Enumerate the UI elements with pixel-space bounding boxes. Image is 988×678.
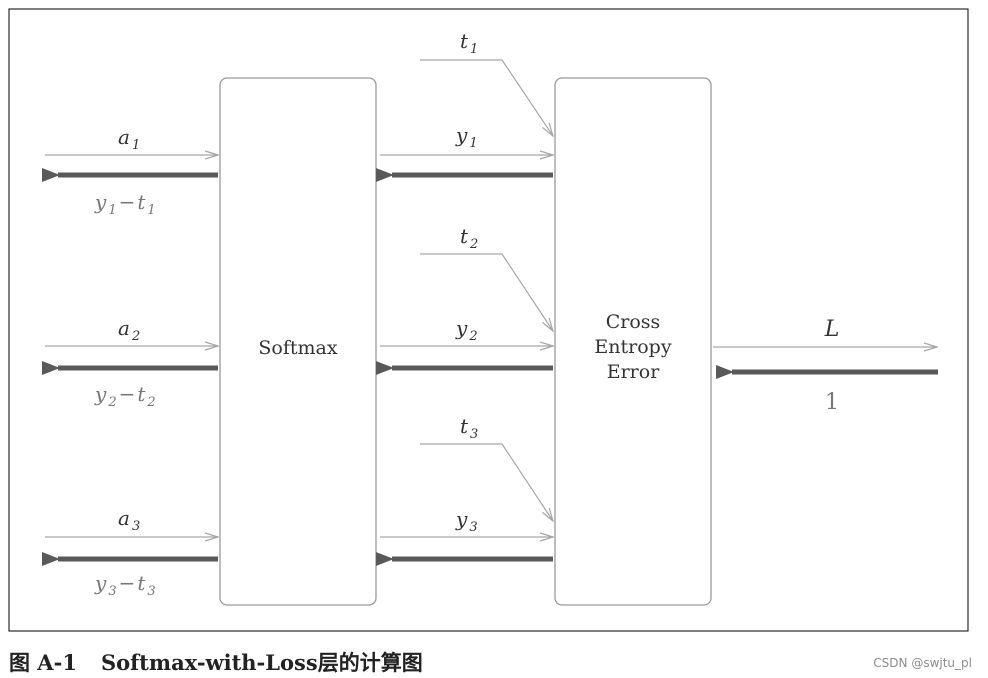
watermark: CSDN @swjtu_pl [873, 656, 972, 670]
teacher-t1-arrow [420, 59, 553, 136]
teacher-t2-arrow [420, 253, 553, 331]
figure-title: Softmax-with-Loss层的计算图 [101, 650, 423, 675]
figure-caption: 图 A-1 Softmax-with-Loss层的计算图 [9, 650, 423, 675]
cross-entropy-label-line2: Entropy [594, 336, 671, 358]
cross-entropy-label-line3: Error [607, 361, 660, 383]
teacher-t3-arrow [420, 443, 553, 521]
figure-frame [8, 8, 969, 632]
figure-number: 图 A-1 [9, 650, 77, 675]
loss-label: L [824, 317, 840, 342]
cross-entropy-label-line1: Cross [606, 311, 661, 333]
softmax-node [219, 77, 377, 606]
cross-entropy-error-node [554, 77, 712, 606]
loss-backprop-value: 1 [825, 390, 839, 415]
softmax-label: Softmax [258, 337, 337, 359]
